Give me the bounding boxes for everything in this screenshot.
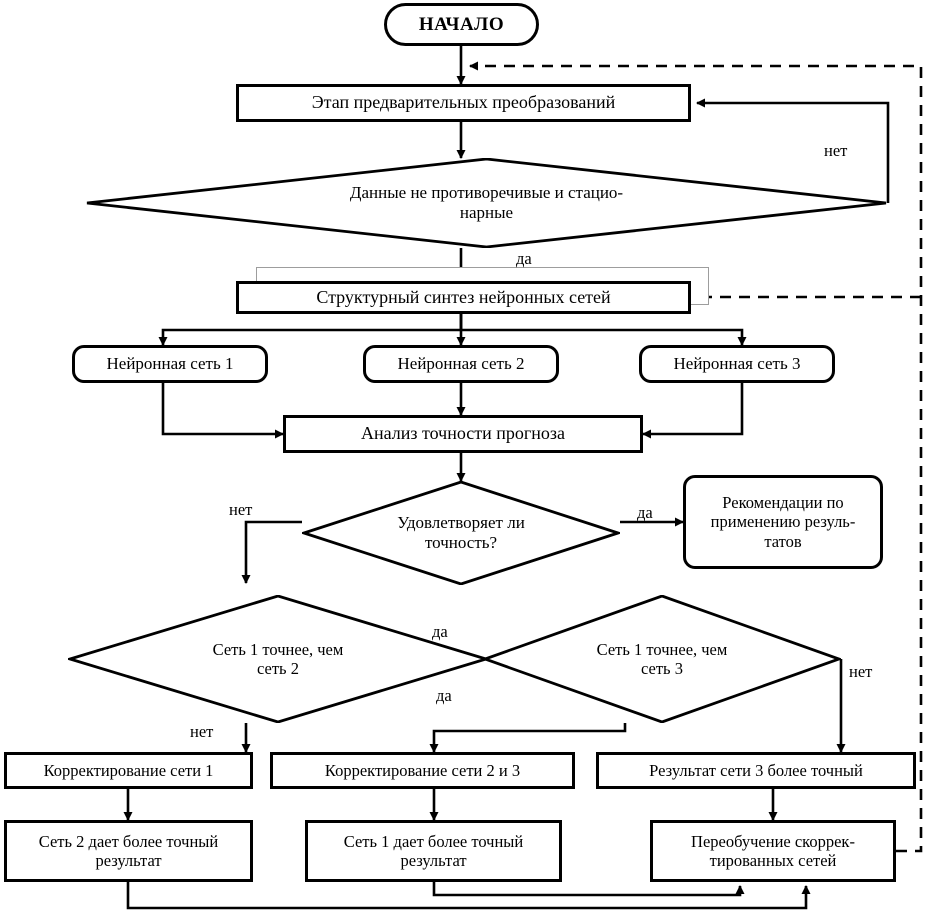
node-net3[interactable]: Нейронная сеть 3 [639, 345, 835, 383]
node-net1-better-line2: результат [400, 851, 467, 870]
edge-label-accuracy-yes: да [637, 503, 653, 522]
node-accuracy-check[interactable]: Удовлетворяет ли точность? [302, 481, 620, 585]
node-correct-net1[interactable]: Корректирование сети 1 [4, 752, 253, 789]
node-preprocess-label: Этап предварительных преобразований [311, 92, 616, 113]
node-data-check[interactable]: Данные не противоречивые и стацио- нарны… [85, 158, 888, 248]
edge-label-cmp13-yes: да [436, 686, 452, 705]
node-net2-better-line2: результат [95, 851, 162, 870]
node-correct-net23[interactable]: Корректирование сети 2 и 3 [270, 752, 575, 789]
edge-label-cmp13-no: нет [849, 662, 873, 681]
edge-label-cmp12-yes: да [432, 622, 448, 641]
node-correct-net23-label: Корректирование сети 2 и 3 [324, 760, 521, 780]
node-net1-better[interactable]: Сеть 1 дает более точный результат [305, 820, 562, 882]
node-retrain[interactable]: Переобучение скоррек- тированных сетей [650, 820, 896, 882]
edge-label-data-check-yes: да [516, 249, 532, 268]
node-net2-better[interactable]: Сеть 2 дает более точный результат [4, 820, 253, 882]
node-compare-net1-net2[interactable]: Сеть 1 точнее, чем сеть 2 [68, 595, 488, 723]
node-start[interactable]: НАЧАЛО [384, 3, 539, 46]
node-structural-synthesis-label: Структурный синтез нейронных сетей [316, 286, 611, 307]
edge-label-data-check-no: нет [824, 141, 848, 160]
node-recommendations[interactable]: Рекомендации по применению резуль- татов [683, 475, 883, 569]
node-net1-label: Нейронная сеть 1 [106, 353, 234, 373]
node-structural-synthesis[interactable]: Структурный синтез нейронных сетей [236, 281, 691, 314]
node-net1-better-line1: Сеть 1 дает более точный [343, 831, 524, 851]
node-preprocess[interactable]: Этап предварительных преобразований [236, 84, 691, 122]
node-recommendations-line3: татов [764, 531, 802, 551]
edge-label-cmp12-no: нет [190, 722, 214, 741]
node-start-label: НАЧАЛО [418, 13, 505, 35]
node-accuracy-analysis[interactable]: Анализ точности прогноза [283, 415, 643, 453]
node-correct-net1-label: Корректирование сети 1 [43, 760, 214, 780]
node-net2[interactable]: Нейронная сеть 2 [363, 345, 559, 383]
node-compare-net1-net3[interactable]: Сеть 1 точнее, чем сеть 3 [483, 595, 841, 723]
node-net3-label: Нейронная сеть 3 [673, 353, 801, 373]
node-retrain-line2: тированных сетей [709, 851, 837, 870]
node-net3-more-accurate-label: Результат сети 3 более точный [649, 760, 863, 780]
node-net2-label: Нейронная сеть 2 [397, 353, 525, 373]
node-accuracy-analysis-label: Анализ точности прогноза [360, 423, 566, 444]
node-net1[interactable]: Нейронная сеть 1 [72, 345, 268, 383]
edge-label-accuracy-no: нет [229, 500, 253, 519]
node-recommendations-line1: Рекомендации по [722, 492, 844, 512]
node-recommendations-line2: применению резуль- [710, 512, 856, 532]
node-net2-better-line1: Сеть 2 дает более точный [38, 831, 219, 851]
node-retrain-line1: Переобучение скоррек- [691, 831, 855, 851]
node-net3-more-accurate[interactable]: Результат сети 3 более точный [596, 752, 916, 789]
